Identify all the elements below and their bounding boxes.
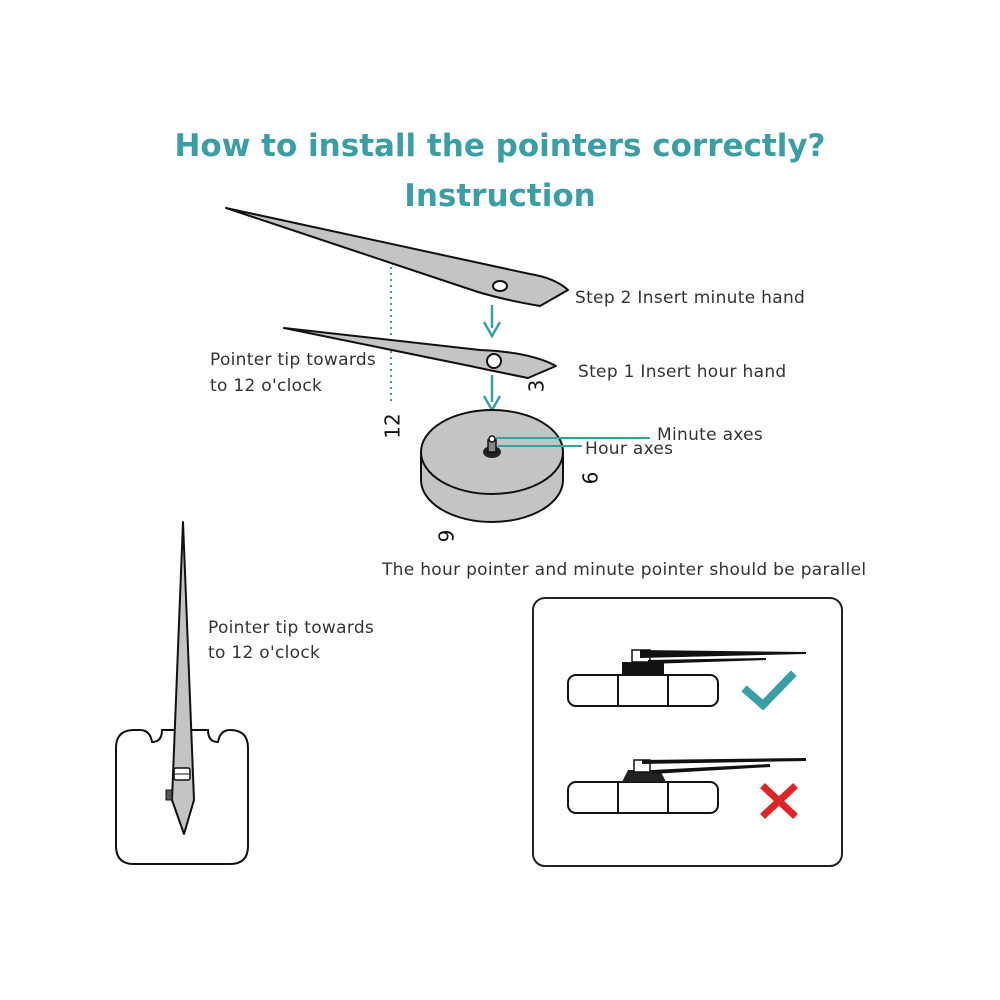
wrong-example — [567, 758, 806, 814]
minute-hand — [225, 207, 569, 307]
dial-number-12: 12 — [380, 413, 405, 439]
page-subtitle: Instruction — [404, 178, 596, 214]
dial-number-3: 3 — [524, 379, 549, 393]
arrow-down-icon — [482, 321, 502, 339]
dial-number-9: 9 — [434, 529, 459, 543]
pointer-tip-label-top-1: Pointer tip towards — [210, 350, 377, 370]
vertical-pointer — [171, 521, 195, 835]
hour-hand-hole — [486, 353, 502, 369]
pointer-tip-label-bottom-1: Pointer tip towards — [208, 618, 375, 638]
pointer-tip-label-top-2: to 12 o'clock — [210, 376, 323, 396]
pointer-tip-label-bottom-2: to 12 o'clock — [208, 643, 321, 663]
correct-example — [567, 649, 806, 707]
page-title: How to install the pointers correctly? — [174, 128, 826, 164]
hour-axes-label: Hour axes — [585, 439, 674, 459]
dial-number-6: 6 — [578, 471, 603, 485]
parallel-note: The hour pointer and minute pointer shou… — [382, 560, 867, 580]
step2-label: Step 2 Insert minute hand — [575, 288, 806, 308]
check-mark-icon — [741, 670, 797, 711]
step1-label: Step 1 Insert hour hand — [578, 362, 787, 382]
minute-axes-label: Minute axes — [657, 425, 764, 445]
minute-hand-hole — [492, 280, 508, 292]
cross-mark-icon — [760, 783, 798, 819]
comparison-box — [532, 597, 843, 867]
